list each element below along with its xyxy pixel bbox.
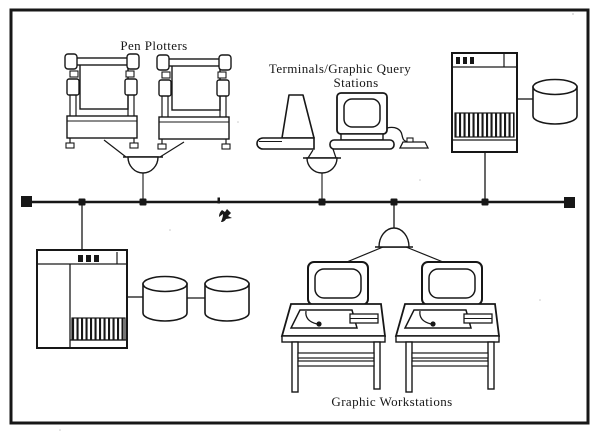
scan-noise: [59, 13, 574, 431]
bus-tap-node: [78, 198, 86, 206]
bus-terminator-icon: [564, 197, 575, 208]
bus-terminator-icon: [21, 196, 32, 207]
labels: Pen Plotters Terminals/Graphic Query Sta…: [120, 38, 452, 409]
bus-tap-dome-icon: [306, 157, 338, 174]
diagram-frame: [9, 8, 590, 425]
terminal-side-icon: [256, 94, 315, 150]
pen-plotters-group: [64, 53, 232, 174]
tablet-icon: [398, 141, 430, 149]
pen-plotters-label: Pen Plotters: [120, 38, 187, 53]
vent-grille: [71, 317, 126, 341]
bus-tap-dome-icon: [378, 227, 410, 248]
disk-drive-icon: [142, 275, 188, 322]
terminal-stations-group: [256, 92, 430, 174]
server-cabinet-bottom-left: [36, 249, 250, 349]
pen-plotter-icon: [156, 54, 232, 150]
disk-drive-icon: [532, 78, 578, 125]
pen-plotter-icon: [64, 53, 140, 149]
server-cabinet-top-right: [451, 52, 578, 153]
cable: [386, 126, 409, 143]
network-bus: [21, 152, 575, 250]
scan-tick: [217, 197, 220, 204]
terminals-label-line1: Terminals/Graphic Query: [269, 61, 411, 76]
disk-drive-icon: [204, 275, 250, 322]
computer-cabinet-icon: [451, 52, 518, 153]
ink-smudge: [219, 209, 232, 222]
vent-grille: [454, 112, 515, 138]
bus-tap-dome-icon: [127, 156, 159, 174]
terminal-front-icon: [329, 92, 430, 150]
terminals-label-line2: Stations: [333, 75, 378, 90]
bus-tap-node: [318, 198, 326, 206]
computer-cabinet-icon: [36, 249, 128, 349]
graphic-workstation-icon: [281, 261, 386, 393]
bus-tap-node: [481, 198, 489, 206]
graphic-workstations-label: Graphic Workstations: [331, 394, 452, 409]
bus-tap-node: [139, 198, 147, 206]
bus-tap-node: [390, 198, 398, 206]
graphic-workstations-group: [281, 227, 500, 393]
graphic-workstation-icon: [395, 261, 500, 393]
